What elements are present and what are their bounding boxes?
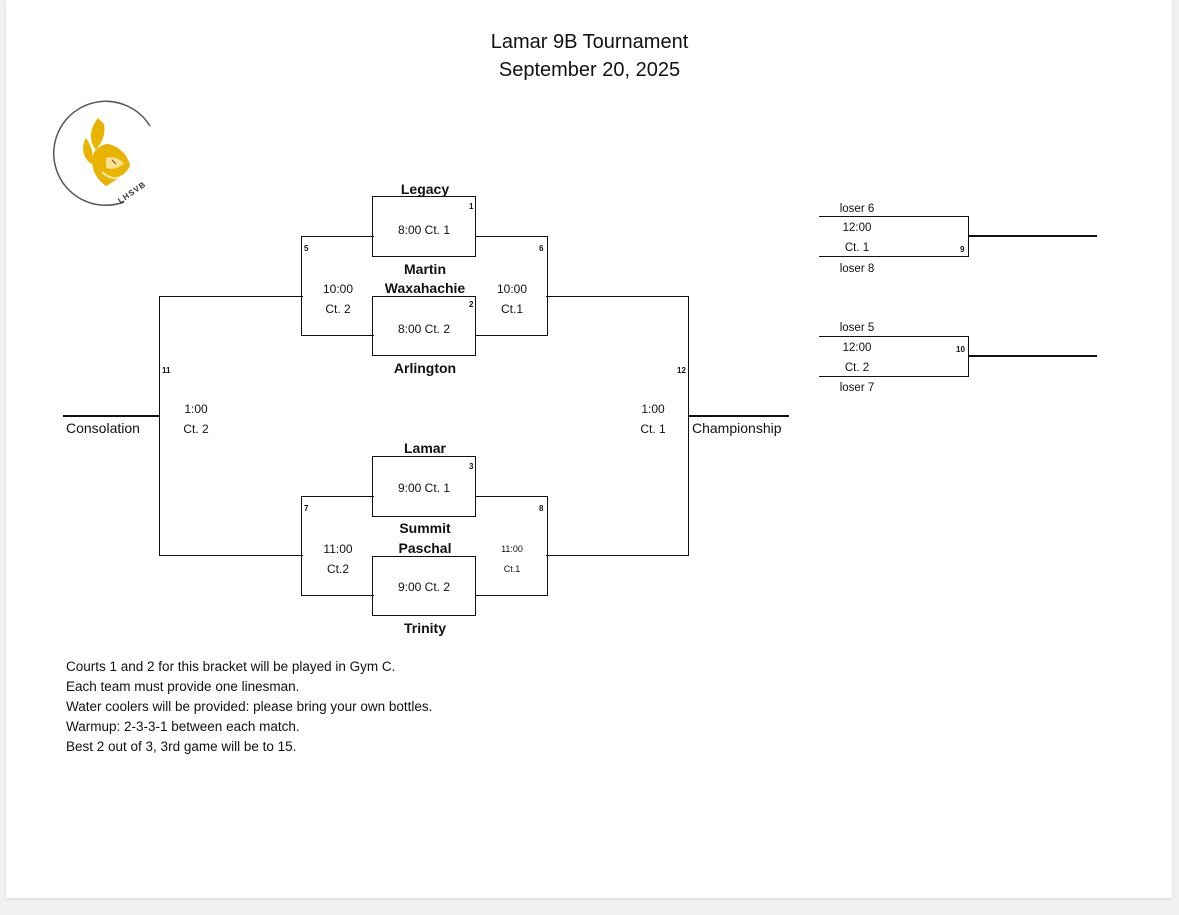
match-5-court: Ct. 2 <box>325 302 351 316</box>
match-5-number: 5 <box>304 244 309 253</box>
team-summit: Summit <box>399 520 451 536</box>
match-11-number: 11 <box>162 366 171 375</box>
match-9-court: Ct. 1 <box>844 242 870 254</box>
championship-label: Championship <box>692 420 782 436</box>
match-1-number: 1 <box>469 202 474 211</box>
match-3-box <box>372 456 476 517</box>
match-6-time: 10:00 <box>496 282 528 296</box>
viking-helmet-icon <box>53 100 151 207</box>
match-10-number: 10 <box>956 345 965 354</box>
match-9-bottom: loser 8 <box>839 263 875 275</box>
team-logo: LHSVB <box>50 98 162 210</box>
match-8-court: Ct.1 <box>503 564 521 574</box>
match-6-number: 6 <box>539 244 544 253</box>
match-8-time: 11:00 <box>501 544 523 554</box>
match-12-number: 12 <box>677 366 686 375</box>
match-5-time: 10:00 <box>322 282 354 296</box>
match-9-line <box>968 235 1097 237</box>
match-10-line <box>968 355 1097 357</box>
match-10-court: Ct. 2 <box>844 362 870 374</box>
match-7-box <box>301 496 374 596</box>
match-7-time: 11:00 <box>323 542 353 556</box>
bracket-page <box>6 0 1172 898</box>
team-waxahachie: Waxahachie <box>384 280 466 296</box>
match-10-time: 12:00 <box>842 342 872 354</box>
consolation-label: Consolation <box>66 420 140 436</box>
note-3: Water coolers will be provided: please b… <box>66 699 433 714</box>
team-arlington: Arlington <box>393 360 457 376</box>
match-8-box <box>475 496 548 596</box>
match-11-box <box>159 296 303 556</box>
team-trinity: Trinity <box>403 620 446 636</box>
match-10-box <box>819 336 969 377</box>
match-2-time: 8:00 Ct. 2 <box>397 322 451 336</box>
match-12-court: Ct. 1 <box>640 422 666 436</box>
match-6-court: Ct.1 <box>500 302 523 316</box>
match-6-box <box>475 236 548 336</box>
match-3-number: 3 <box>469 462 474 471</box>
match-3-time: 9:00 Ct. 1 <box>397 481 451 495</box>
team-legacy: Legacy <box>400 181 450 197</box>
championship-line <box>688 415 789 417</box>
match-10-top: loser 5 <box>839 322 875 334</box>
match-9-top: loser 6 <box>839 203 875 215</box>
match-2-box <box>372 296 476 356</box>
match-12-box <box>546 296 689 556</box>
match-9-number: 9 <box>960 245 965 254</box>
tournament-title: Lamar 9B Tournament <box>490 31 689 53</box>
match-8-number: 8 <box>539 504 544 513</box>
match-11-court: Ct. 2 <box>183 422 209 436</box>
match-7-court: Ct.2 <box>326 562 349 576</box>
team-martin: Martin <box>404 261 446 277</box>
match-5-box <box>301 236 374 336</box>
match-7-number: 7 <box>304 504 309 513</box>
note-5: Best 2 out of 3, 3rd game will be to 15. <box>66 739 297 754</box>
match-10-bottom: loser 7 <box>839 382 875 394</box>
note-2: Each team must provide one linesman. <box>66 679 300 694</box>
match-1-time: 8:00 Ct. 1 <box>397 223 451 237</box>
match-12-time: 1:00 <box>641 402 665 416</box>
consolation-line <box>63 415 160 417</box>
match-4-time: 9:00 Ct. 2 <box>397 580 451 594</box>
match-1-box <box>372 196 476 257</box>
team-lamar: Lamar <box>403 440 447 456</box>
match-9-time: 12:00 <box>842 222 872 234</box>
team-paschal: Paschal <box>398 540 452 556</box>
note-1: Courts 1 and 2 for this bracket will be … <box>66 659 396 674</box>
match-9-box <box>819 216 969 257</box>
match-2-number: 2 <box>469 300 474 309</box>
note-4: Warmup: 2-3-3-1 between each match. <box>66 719 300 734</box>
match-4-box <box>372 556 476 616</box>
tournament-date: September 20, 2025 <box>498 59 681 81</box>
match-11-time: 1:00 <box>184 402 208 416</box>
